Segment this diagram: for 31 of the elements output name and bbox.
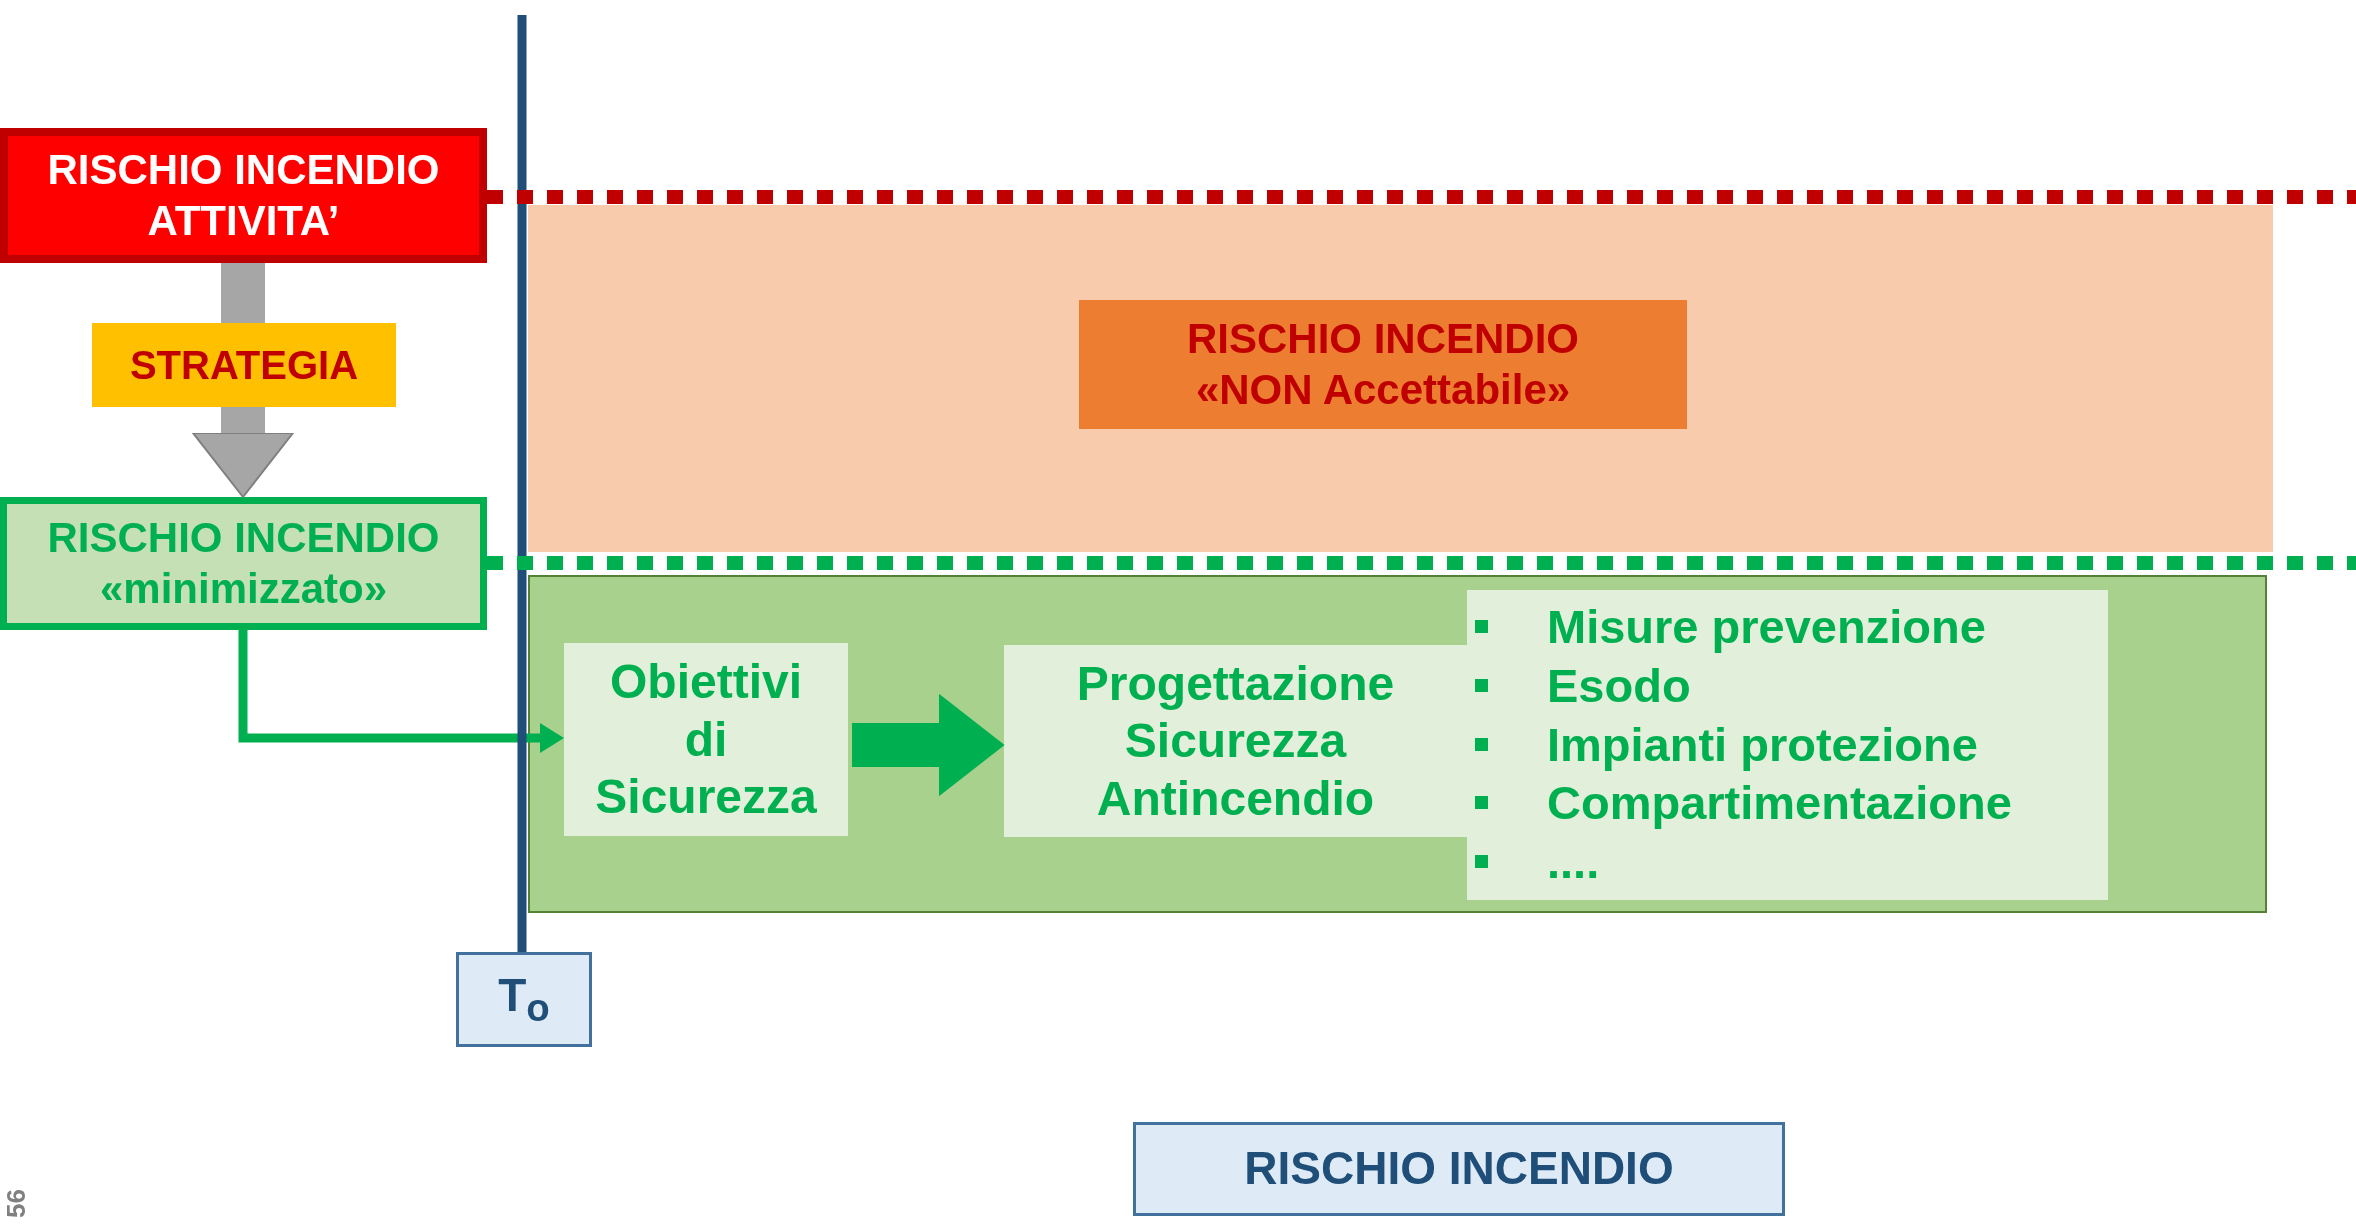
- timeline-line: [517, 15, 527, 952]
- risk-axis-box: [1133, 1122, 1785, 1216]
- box-text: T$_{o}$: [498, 967, 550, 1032]
- box-text: RISCHIO INCENDIO «minimizzato»: [46, 513, 441, 614]
- risk-band: [528, 575, 2267, 913]
- block-arrow: [192, 407, 294, 498]
- box-text: RISCHIO INCENDIO: [1244, 1141, 1674, 1197]
- page-number: 56: [0, 1189, 32, 1218]
- list-item: Impianti protezione: [1467, 715, 1978, 775]
- arrow: [238, 630, 564, 753]
- risk-box: [0, 497, 487, 630]
- list-item: ....: [1467, 833, 1600, 892]
- strategy-box: [92, 323, 396, 407]
- measures-list-box: [1467, 590, 2108, 900]
- risk-band: [528, 205, 2273, 552]
- block-arrow: [852, 694, 1004, 796]
- objective-box: [564, 643, 848, 836]
- time-box: [456, 952, 592, 1047]
- box-text: Progettazione Sicurezza Antincendio: [1075, 655, 1396, 827]
- box-text: RISCHIO INCENDIO «NON Accettabile»: [1186, 314, 1580, 415]
- risk-box: [0, 128, 487, 263]
- box-text: RISCHIO INCENDIO ATTIVITA’: [46, 145, 441, 246]
- list-item: Esodo: [1467, 656, 1691, 716]
- dotted-line: [487, 556, 2356, 570]
- box-text: Obiettivi di Sicurezza: [594, 654, 818, 826]
- dotted-line: [487, 190, 2356, 204]
- list-item: Compartimentazione: [1467, 774, 2012, 834]
- design-box: [1004, 645, 1467, 837]
- box-text: STRATEGIA: [129, 342, 359, 389]
- list-item: Misure prevenzione: [1467, 598, 1986, 657]
- risk-box: [1079, 300, 1687, 429]
